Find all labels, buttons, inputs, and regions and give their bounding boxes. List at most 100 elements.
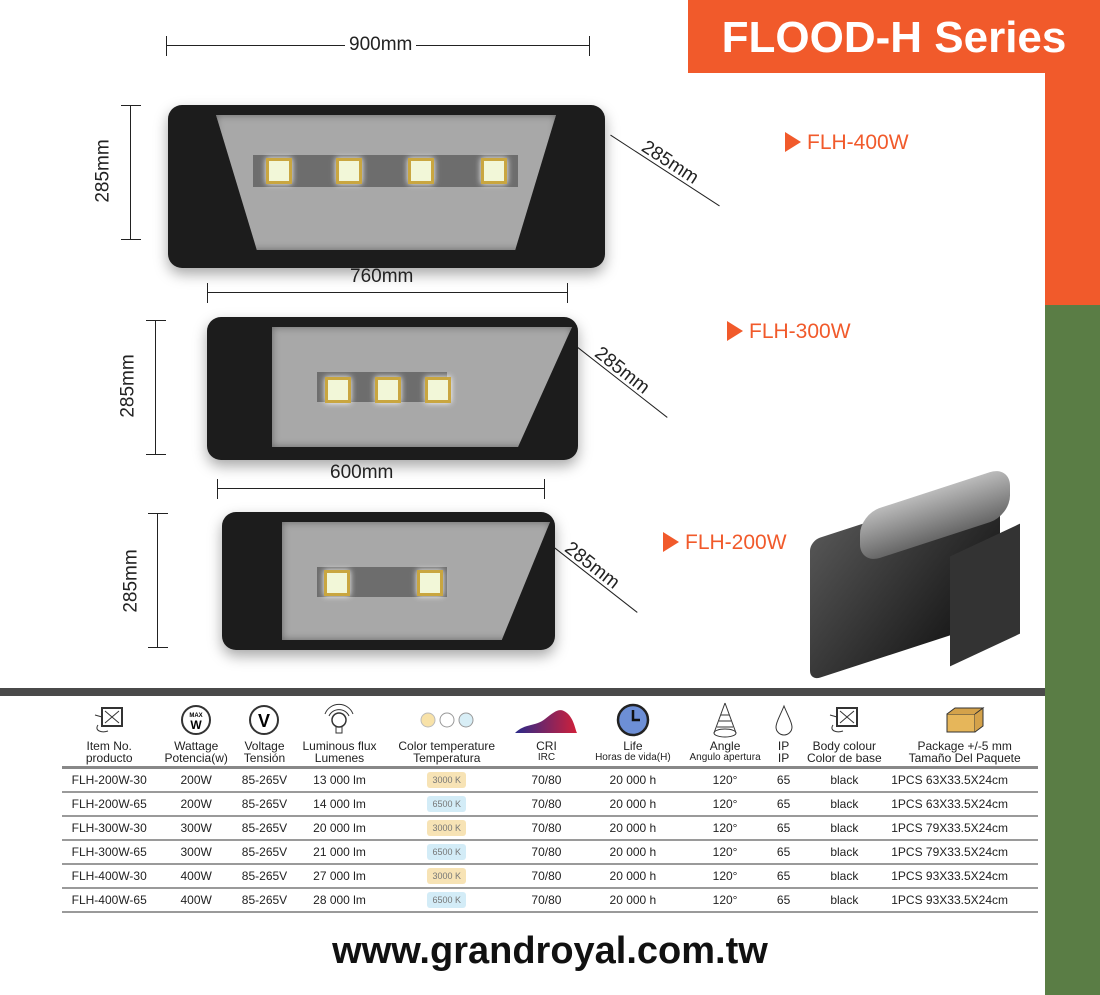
table-cell: 1PCS 79X33.5X24cm [891, 840, 1038, 865]
table-cell: 3000 K [386, 767, 508, 793]
height-label-300: 285mm [117, 354, 139, 418]
table-cell: 65 [769, 767, 798, 793]
table-cell: 200W [156, 767, 236, 793]
table-cell: 120° [680, 864, 770, 889]
depth-label-400: 285mm [637, 136, 703, 189]
height-dimension-300 [146, 320, 166, 455]
table-cell: 300W [156, 816, 236, 841]
lamp-image-400w [168, 105, 605, 268]
table-cell: 20 000 h [585, 840, 681, 865]
model-label-300w: FLH-300W [727, 320, 851, 344]
table-cell: 85-265V [235, 816, 293, 841]
model-label-400w: FLH-400W [785, 131, 909, 155]
height-dimension-200 [148, 513, 168, 648]
floodlight-icon [62, 700, 156, 740]
table-cell: black [797, 767, 892, 793]
table-cell: black [797, 816, 892, 841]
triangle-icon [785, 132, 801, 152]
table-cell: FLH-300W-65 [62, 840, 157, 865]
table-cell: 70/80 [507, 840, 586, 865]
table-cell: black [797, 864, 892, 889]
color-circles-icon [386, 700, 508, 740]
height-label-400: 285mm [92, 139, 114, 203]
voltage-icon: V [236, 700, 293, 740]
table-cell: 85-265V [235, 888, 293, 913]
color-temp-badge: 6500 K [427, 892, 467, 908]
table-cell: 27 000 lm [292, 864, 386, 889]
table-cell: 6500 K [386, 792, 508, 817]
table-cell: 14 000 lm [292, 792, 386, 817]
series-title: FLOOD-H Series [688, 0, 1100, 73]
table-cell: 20 000 h [585, 792, 681, 817]
table-cell: 13 000 lm [292, 767, 386, 793]
table-cell: 65 [769, 816, 798, 841]
table-cell: 1PCS 79X33.5X24cm [891, 816, 1038, 841]
color-temp-badge: 3000 K [427, 820, 467, 836]
depth-label-300: 285mm [590, 342, 654, 399]
width-label-300: 760mm [350, 266, 414, 287]
table-cell: black [797, 792, 892, 817]
table-cell: FLH-200W-65 [62, 792, 157, 817]
table-cell: 21 000 lm [292, 840, 386, 865]
product-photo [790, 465, 1040, 681]
table-cell: 6500 K [386, 888, 508, 913]
table-cell: 120° [680, 840, 770, 865]
table-cell: 1PCS 93X33.5X24cm [891, 864, 1038, 889]
table-cell: 70/80 [507, 767, 586, 793]
width-dimension-300 [207, 283, 568, 303]
website-url[interactable]: www.grandroyal.com.tw [332, 930, 768, 972]
table-cell: FLH-300W-30 [62, 816, 157, 841]
table-cell: 85-265V [235, 840, 293, 865]
triangle-icon [663, 532, 679, 552]
bulb-icon [293, 700, 386, 740]
drop-icon [770, 700, 798, 740]
color-temp-badge: 6500 K [427, 796, 467, 812]
floodlight-icon [797, 700, 891, 740]
table-cell: 1PCS 63X33.5X24cm [891, 792, 1038, 817]
table-cell: 20 000 h [585, 864, 681, 889]
color-temp-badge: 3000 K [427, 868, 467, 884]
table-cell: 70/80 [507, 792, 586, 817]
table-cell: 120° [680, 767, 770, 793]
height-dimension-400 [121, 105, 141, 240]
table-cell: 400W [156, 888, 236, 913]
depth-label-200: 285mm [560, 537, 624, 594]
svg-text:MAX: MAX [190, 713, 203, 719]
table-cell: 120° [680, 888, 770, 913]
table-cell: 70/80 [507, 816, 586, 841]
divider-bar [0, 688, 1045, 696]
table-cell: 400W [156, 864, 236, 889]
table-cell: 1PCS 63X33.5X24cm [891, 767, 1038, 793]
table-cell: FLH-200W-30 [62, 767, 157, 793]
table-cell: FLH-400W-30 [62, 864, 157, 889]
table-cell: 70/80 [507, 888, 586, 913]
table-cell: 20 000 h [585, 767, 681, 793]
model-label-200w: FLH-200W [663, 531, 787, 555]
table-cell: black [797, 840, 892, 865]
column-header: Item No.producto [62, 700, 157, 769]
svg-text:W: W [191, 718, 203, 732]
width-label-400: 900mm [345, 34, 417, 56]
table-cell: 28 000 lm [292, 888, 386, 913]
color-temp-badge: 3000 K [427, 772, 467, 788]
table-cell: 65 [769, 864, 798, 889]
table-cell: 3000 K [386, 864, 508, 889]
table-cell: 120° [680, 792, 770, 817]
color-temp-badge: 6500 K [427, 844, 467, 860]
table-cell: 65 [769, 792, 798, 817]
table-cell: 85-265V [235, 864, 293, 889]
box-icon [891, 700, 1038, 740]
clock-icon [585, 700, 680, 740]
